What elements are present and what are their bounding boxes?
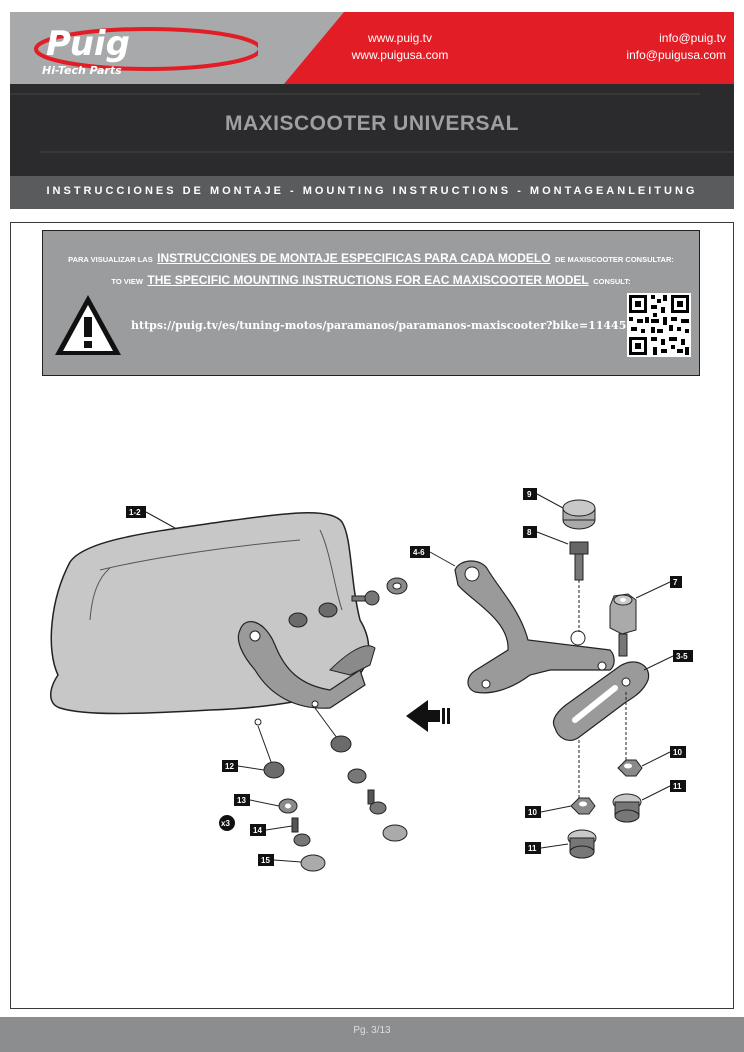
svg-text:12: 12 bbox=[225, 762, 234, 771]
page-title: MAXISCOOTER UNIVERSAL bbox=[224, 112, 520, 135]
notice-box: PARA VISUALIZAR LAS INSTRUCCIONES DE MON… bbox=[42, 230, 700, 376]
left-fasteners bbox=[257, 725, 326, 872]
inner-bracket bbox=[237, 620, 376, 726]
header-red-panel bbox=[284, 12, 734, 84]
slotted-plate bbox=[552, 661, 650, 741]
header-banner: Puig Hi-Tech Parts www.puig.tv www.puigu… bbox=[10, 12, 734, 84]
page-footer: Pg. 3/13 bbox=[0, 1017, 744, 1052]
right-fasteners bbox=[314, 707, 408, 842]
page-subtitle: INSTRUCCIONES DE MONTAJE - MOUNTING INST… bbox=[46, 185, 698, 197]
warning-icon bbox=[55, 295, 121, 355]
website-link-puigusa[interactable]: www.puigusa.com bbox=[351, 48, 449, 62]
direction-arrow bbox=[406, 700, 450, 732]
svg-text:Hi-Tech Parts: Hi-Tech Parts bbox=[42, 64, 122, 76]
subtitle-band: INSTRUCCIONES DE MONTAJE - MOUNTING INST… bbox=[10, 176, 734, 209]
website-links: www.puig.tv www.puigusa.com bbox=[310, 30, 490, 64]
email-link-puigusa[interactable]: info@puigusa.com bbox=[626, 48, 726, 62]
svg-text:3-5: 3-5 bbox=[676, 652, 688, 661]
content-frame bbox=[10, 222, 734, 1009]
notice-line1-emphasis: INSTRUCCIONES DE MONTAJE ESPECIFICAS PAR… bbox=[157, 251, 551, 265]
svg-text:1-2: 1-2 bbox=[129, 508, 141, 517]
bottom-nut-set bbox=[567, 692, 643, 859]
part-callouts: 1-2 4-6 9 8 7 3-5 10 11 10 11 12 13 14 1… bbox=[126, 488, 693, 866]
svg-text:14: 14 bbox=[253, 826, 262, 835]
top-fasteners bbox=[288, 577, 408, 628]
email-link-puig[interactable]: info@puig.tv bbox=[659, 31, 726, 45]
svg-text:13: 13 bbox=[237, 796, 246, 805]
notice-line1-suffix: DE MAXISCOOTER CONSULTAR: bbox=[554, 255, 674, 264]
puig-logo: Puig Hi-Tech Parts bbox=[34, 24, 258, 76]
top-bolt-set bbox=[562, 499, 596, 632]
clamp-arm bbox=[454, 560, 615, 694]
svg-text:Puig: Puig bbox=[46, 24, 130, 64]
model-instructions-link[interactable]: https://puig.tv/es/tuning-motos/paramano… bbox=[131, 319, 627, 332]
notice-line2-prefix: TO VIEW bbox=[111, 277, 143, 286]
website-link-puig[interactable]: www.puig.tv bbox=[367, 31, 433, 45]
qr-code-icon[interactable] bbox=[627, 293, 691, 357]
svg-text:11: 11 bbox=[673, 782, 682, 791]
svg-text:15: 15 bbox=[261, 856, 270, 865]
threaded-spacer bbox=[609, 593, 637, 657]
svg-text:11: 11 bbox=[528, 844, 537, 853]
svg-text:8: 8 bbox=[527, 528, 532, 537]
svg-text:x3: x3 bbox=[221, 819, 230, 828]
svg-text:4-6: 4-6 bbox=[413, 548, 425, 557]
notice-line2-emphasis: THE SPECIFIC MOUNTING INSTRUCTIONS FOR E… bbox=[147, 273, 589, 287]
svg-text:10: 10 bbox=[528, 808, 537, 817]
page-number: Pg. 3/13 bbox=[353, 1025, 391, 1036]
title-decoration bbox=[10, 93, 734, 153]
svg-text:10: 10 bbox=[673, 748, 682, 757]
svg-text:7: 7 bbox=[673, 578, 678, 587]
email-links: info@puig.tv info@puigusa.com bbox=[576, 30, 726, 64]
exploded-assembly-diagram: 1-2 4-6 9 8 7 3-5 10 11 10 11 12 13 14 1… bbox=[50, 488, 693, 872]
notice-line1-prefix: PARA VISUALIZAR LAS bbox=[68, 255, 153, 264]
title-band: MAXISCOOTER UNIVERSAL bbox=[10, 84, 734, 176]
svg-text:9: 9 bbox=[527, 490, 532, 499]
notice-line-english: TO VIEW THE SPECIFIC MOUNTING INSTRUCTIO… bbox=[43, 271, 699, 289]
notice-line-spanish: PARA VISUALIZAR LAS INSTRUCCIONES DE MON… bbox=[43, 249, 699, 267]
notice-line2-suffix: CONSULT: bbox=[593, 277, 631, 286]
